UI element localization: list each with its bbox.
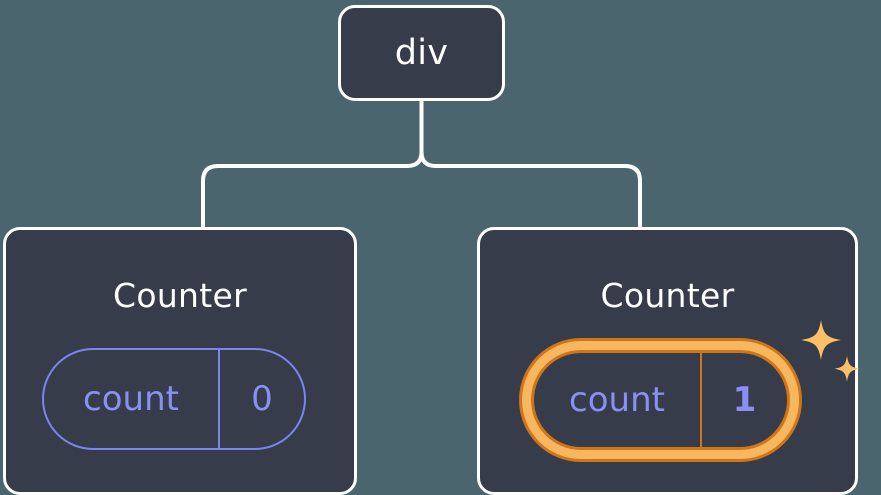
state-pill-left[interactable]: count 0 <box>42 348 306 450</box>
node-div-label: div <box>394 32 449 73</box>
state-key-right: count <box>569 380 665 420</box>
state-value-left: 0 <box>218 350 304 448</box>
state-key-left: count <box>83 379 179 419</box>
node-div[interactable]: div <box>338 5 505 101</box>
state-pill-left-body: count 0 <box>42 348 306 450</box>
state-pill-right[interactable]: count 1 <box>519 338 802 462</box>
node-counter-left-label: Counter <box>113 276 247 315</box>
connector-branch-left <box>201 99 424 229</box>
state-pill-right-body: count 1 <box>531 350 790 450</box>
node-counter-right-label: Counter <box>600 276 735 315</box>
state-value-right: 1 <box>700 353 787 447</box>
connector-branch-right <box>419 99 642 229</box>
state-pill-right-highlight-ring: count 1 <box>519 338 802 462</box>
